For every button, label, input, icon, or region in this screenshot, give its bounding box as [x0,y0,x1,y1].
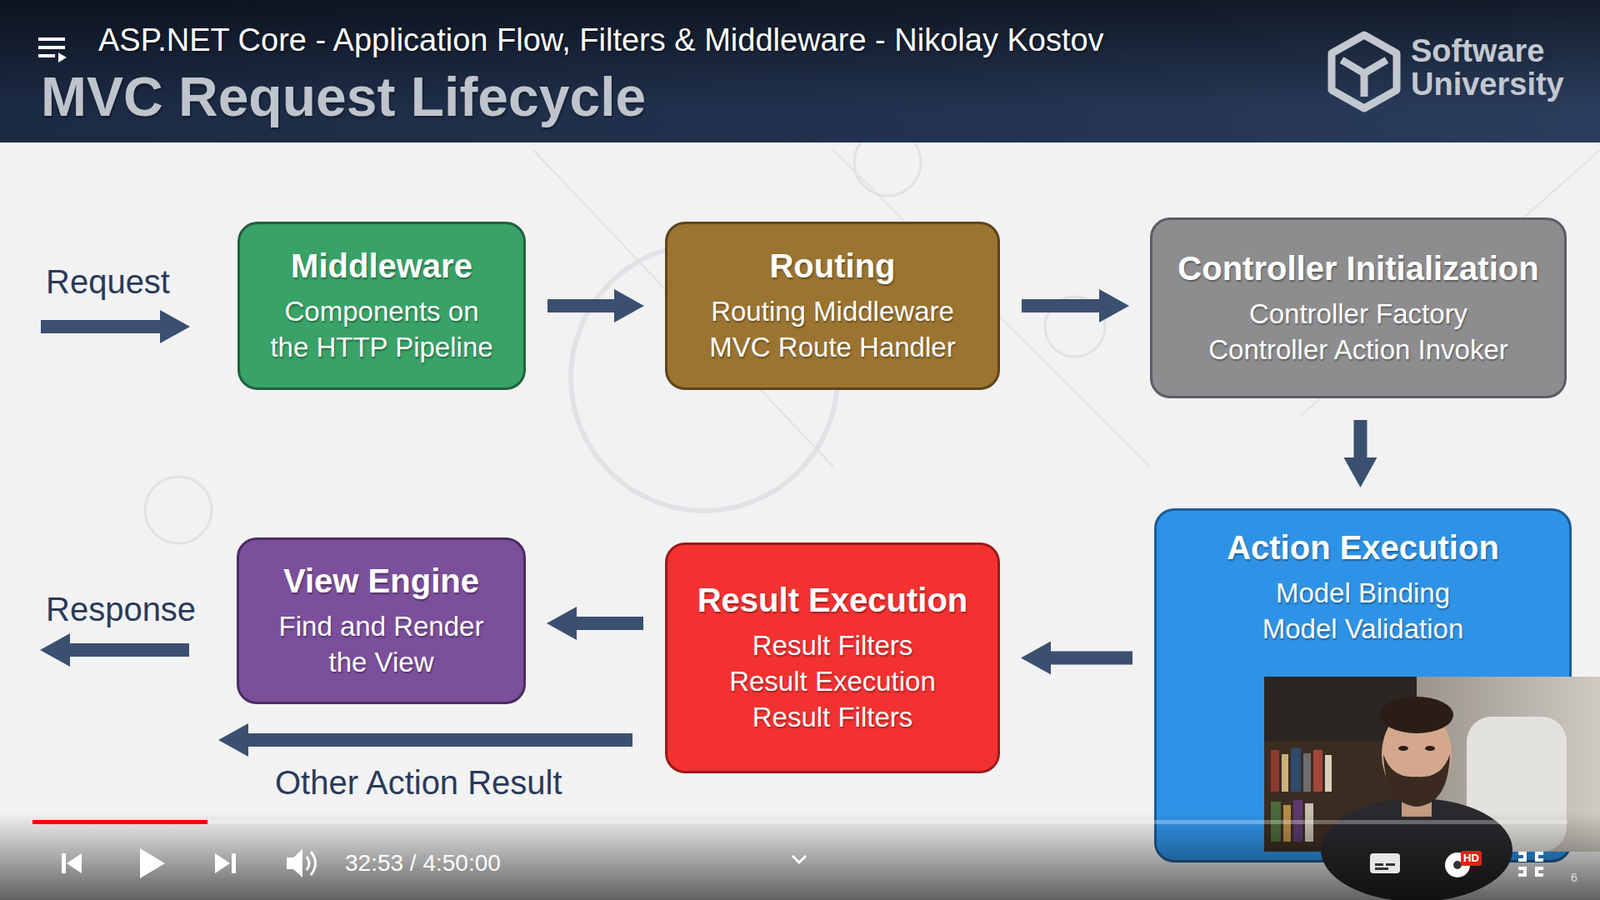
playlist-icon [38,39,67,63]
hd-badge: HD [1460,850,1482,866]
box-body: Result Filters Result Execution Result F… [718,628,948,736]
progress-track [32,820,1568,825]
box-heading: Routing [769,245,895,286]
logo-icon [1331,35,1397,109]
network-pattern [145,129,1600,544]
box-body: Controller Factory Controller Action Inv… [1195,296,1521,369]
flow-arrow [1354,420,1368,459]
flow-arrow [547,299,615,313]
video-title: ASP.NET Core - Application Flow, Filters… [98,21,1105,60]
box-body: Model Binding Model Validation [1250,575,1476,648]
box-body: Components on the HTTP Pipeline [265,294,499,366]
routing-box: RoutingRouting Middleware MVC Route Hand… [665,221,1000,390]
flow-label: Other Action Result [275,762,563,803]
flow-arrow [1021,299,1100,313]
box-heading: Action Execution [1226,527,1500,568]
middleware-box: MiddlewareComponents on the HTTP Pipelin… [237,221,526,390]
box-heading: View Engine [283,560,480,601]
header-bar [0,0,1600,143]
box-heading: Middleware [290,245,473,286]
box-body: Find and Render the View [265,609,499,681]
time-display: 32:53 / 4:50:00 [345,849,501,878]
player-controls [61,848,1544,879]
box-heading: Result Execution [697,580,969,620]
flow-label: Response [45,589,196,630]
box-heading: Controller Initialization [1177,248,1539,289]
flow-arrow [1050,651,1133,665]
box-body: Routing Middleware MVC Route Handler [695,294,970,366]
flow-label: Request [45,261,170,302]
view-engine-box: View EngineFind and Render the View [236,537,526,705]
result-box: Result ExecutionResult Filters Result Ex… [665,542,1000,774]
flow-arrow [575,616,644,630]
player-bottom-shade [0,812,1600,900]
logo-text: Software University [1410,35,1578,102]
slide-number: 6 [1570,870,1578,885]
controller-box: Controller InitializationController Fact… [1150,217,1567,399]
progress-played [32,820,208,825]
slide-title: MVC Request Lifecycle [40,66,646,128]
